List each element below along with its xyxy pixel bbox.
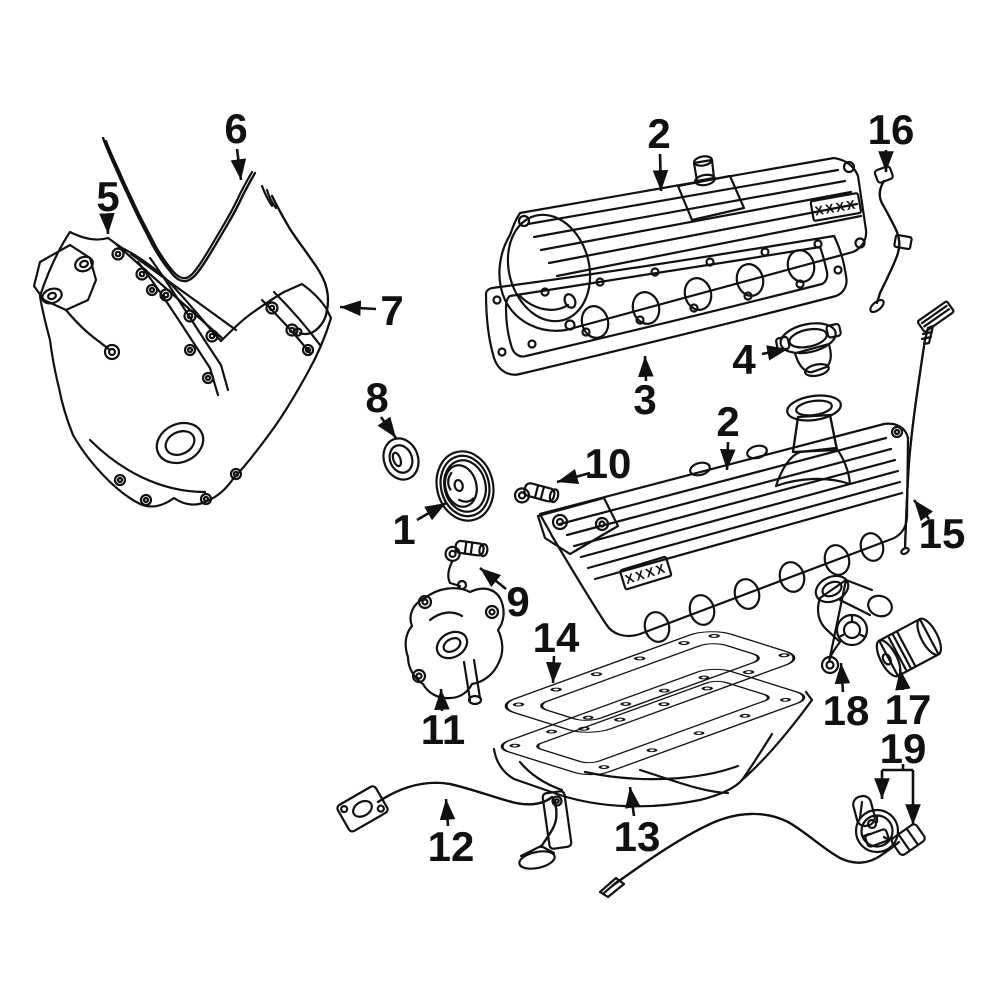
callout-10: 10 xyxy=(556,440,632,487)
callout-number-17: 17 xyxy=(885,686,932,733)
callout-arrow-2-top xyxy=(652,153,669,192)
oil-level-sensor-drawing xyxy=(598,794,926,899)
callout-arrow-5 xyxy=(99,212,115,235)
callout-arrow-18 xyxy=(834,662,851,693)
callout-19: 19 xyxy=(874,725,926,825)
callout-arrow-4 xyxy=(761,345,789,361)
dipstick-tube-drawing xyxy=(869,165,913,314)
crank-sensor-drawing xyxy=(444,539,489,591)
callout-number-3: 3 xyxy=(633,376,656,423)
callout-15: 15 xyxy=(912,499,966,557)
callout-number-10: 10 xyxy=(585,440,632,487)
callout-number-8: 8 xyxy=(365,374,388,421)
callout-6: 6 xyxy=(224,105,248,181)
callout-5: 5 xyxy=(96,173,120,235)
cover-a-marking-box: XXXX xyxy=(809,192,862,222)
valve-cover-gasket-drawing xyxy=(484,234,848,376)
cam-sensor-drawing xyxy=(513,482,560,504)
callout-arrow-6 xyxy=(230,148,247,181)
callout-arrow-15 xyxy=(912,499,934,522)
timing-cover-drawing xyxy=(32,230,333,508)
callout-16: 16 xyxy=(868,106,915,172)
callout-number-7: 7 xyxy=(380,287,403,334)
callout-11: 11 xyxy=(421,688,465,753)
callout-1: 1 xyxy=(392,501,447,553)
callout-12: 12 xyxy=(428,798,475,870)
callout-arrow-3 xyxy=(638,355,654,382)
oil-filter-adapter-drawing xyxy=(814,574,893,675)
oil-pickup-tube-drawing xyxy=(336,781,573,870)
valve-cover-top-drawing: XXXX xyxy=(498,155,868,339)
callout-7: 7 xyxy=(339,287,404,334)
crank-seal-opening xyxy=(155,421,205,465)
callout-arrow-10 xyxy=(556,469,591,485)
callout-number-13: 13 xyxy=(614,813,661,860)
oil-pump-drawing xyxy=(404,587,505,706)
callout-number-12: 12 xyxy=(428,823,475,870)
callout-9: 9 xyxy=(479,566,530,625)
oil-filler-stub xyxy=(692,155,716,187)
callout-arrow-17 xyxy=(895,668,911,691)
callout-17: 17 xyxy=(885,668,932,733)
oil-filler-neck xyxy=(774,394,852,488)
callout-arrow-9 xyxy=(479,566,507,591)
oil-filter-drawing xyxy=(875,617,943,678)
crank-pulley-drawing xyxy=(435,450,495,522)
callout-arrow-1 xyxy=(416,501,447,522)
callout-13: 13 xyxy=(614,786,661,860)
callout-number-1: 1 xyxy=(392,506,415,553)
callout-number-16: 16 xyxy=(868,106,915,153)
callout-8: 8 xyxy=(365,374,398,439)
callout-number-2-top: 2 xyxy=(647,110,670,157)
front-cover-gasket-drawing xyxy=(260,184,330,337)
callout-14: 14 xyxy=(533,614,580,684)
callout-arrow-2-lower xyxy=(719,441,736,471)
callout-number-11: 11 xyxy=(421,706,465,753)
callout-number-2-lower: 2 xyxy=(716,398,739,445)
timing-cover-gasket-highlighted-drawing xyxy=(101,136,257,283)
callout-arrow-7 xyxy=(339,300,377,316)
callout-number-5: 5 xyxy=(96,173,119,220)
callout-number-4: 4 xyxy=(732,336,756,383)
oil-filler-cap-drawing xyxy=(775,322,842,378)
callout-3: 3 xyxy=(633,355,657,423)
callout-number-6: 6 xyxy=(224,105,247,152)
callout-number-9: 9 xyxy=(506,578,529,625)
callout-arrow-14 xyxy=(545,655,562,684)
oil-pan-gasket-drawing xyxy=(504,631,796,733)
callout-18: 18 xyxy=(823,662,870,734)
callout-arrow-8 xyxy=(377,416,398,439)
callout-arrow-13 xyxy=(625,786,641,817)
callout-number-14: 14 xyxy=(533,614,580,661)
cover-b-marking-box: XXXX xyxy=(619,555,673,591)
callout-4: 4 xyxy=(732,336,789,383)
valve-cover-lower-drawing: XXXX xyxy=(536,394,910,643)
crank-seal-drawing xyxy=(382,437,420,481)
callout-2-lower: 2 xyxy=(716,398,740,471)
dipstick-drawing xyxy=(900,300,955,556)
callout-arrow-11 xyxy=(434,688,450,712)
cover-a-marking: XXXX xyxy=(814,196,859,218)
callout-number-18: 18 xyxy=(823,687,870,734)
oil-pan-drawing xyxy=(492,668,814,808)
callout-arrow-12 xyxy=(439,798,456,827)
callout-2-top: 2 xyxy=(647,110,671,192)
callout-number-15: 15 xyxy=(919,510,966,557)
